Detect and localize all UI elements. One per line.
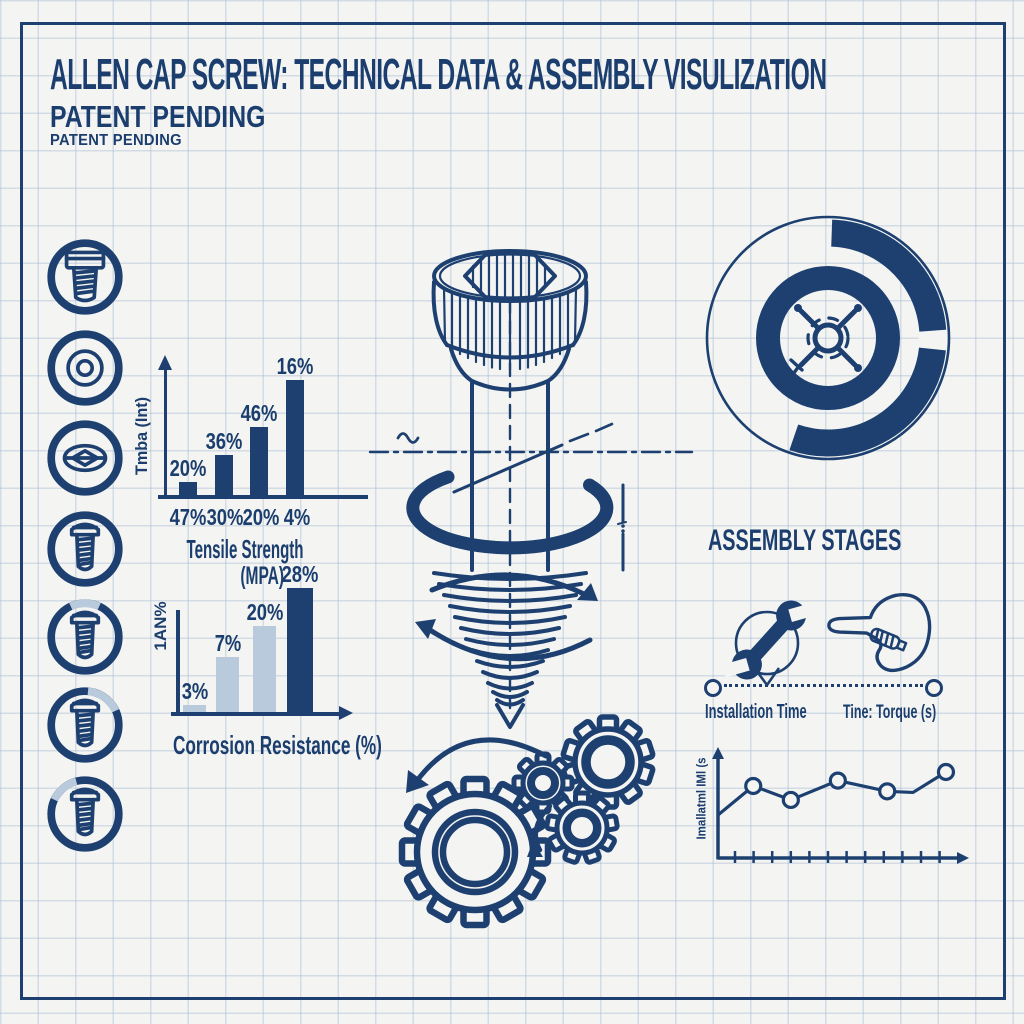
section-diagonal [452, 443, 564, 494]
inner-donut-ring [756, 266, 900, 410]
hex-socket [463, 251, 557, 301]
ring-gap-segment [69, 599, 101, 610]
ring-gap-segment [50, 777, 78, 802]
held-screw [869, 627, 908, 652]
progress-arc-notch [917, 329, 948, 351]
hand-with-screw-icon [827, 593, 932, 673]
arrowhead [406, 770, 429, 793]
pan-head-screw-icon [47, 511, 123, 587]
cross-wrench-icon [789, 304, 862, 379]
break-squiggle [396, 432, 420, 444]
x-axis-arrow [339, 706, 353, 720]
head-bottom-arc [445, 343, 575, 360]
washer-ring [406, 470, 614, 555]
x-tick-label: 30% [206, 504, 244, 530]
bar-segment [183, 705, 206, 712]
installation-line-chart [712, 747, 969, 864]
y-axis-arrow [157, 355, 172, 370]
bar-segment [286, 380, 304, 495]
arrowhead [527, 841, 543, 857]
rotation-arrow-lower [427, 627, 593, 662]
gear [544, 790, 620, 865]
chart-title: Corrosion Resistance (%) [173, 730, 382, 760]
rotation-arrow-upper [429, 572, 587, 597]
pan-head-screw-icon [47, 599, 123, 675]
pan-head-screw-icon [47, 687, 123, 763]
corrosion-resistance-chart: 1AN% Corrosion Resistance (%) 3%7%20% 28% [151, 558, 418, 778]
timeline-start-node [704, 679, 722, 697]
data-point-marker [878, 782, 897, 801]
x-axis-ticks [733, 851, 941, 863]
x-tick-label: 4% [283, 504, 311, 530]
data-point-marker [936, 762, 956, 782]
bar-segment [215, 455, 233, 495]
rotation-arrow-small [533, 803, 553, 853]
tensile-strength-chart: Tmba (Int) Tensile Strength (MPA) 20%36%… [132, 348, 380, 593]
frame-border [20, 22, 1006, 1000]
bar-segment [250, 427, 268, 495]
bar-value-label: 7% [214, 630, 241, 656]
hex-bolt-icon [47, 239, 123, 315]
bar-value-label: 46% [240, 400, 278, 426]
wrench-stage-icon [722, 600, 816, 687]
bar-segment [287, 588, 313, 712]
data-point-marker [828, 771, 847, 790]
bar-value-label: 28% [281, 561, 319, 587]
y-axis-arrow [712, 747, 724, 759]
patent-pending-small: PATENT PENDING [50, 132, 182, 149]
x-tick-label: 47% [169, 504, 207, 530]
progress-arc [789, 219, 947, 457]
assembly-stages-heading: ASSEMBLY STAGES [708, 524, 902, 557]
oval-head-screw-icon [47, 420, 123, 496]
rotation-arrow-large [413, 737, 549, 785]
timeline-label-left: Installation Time [705, 700, 807, 723]
assembly-progress-ring [705, 215, 951, 461]
y-axis [163, 368, 167, 495]
head-side-left [431, 280, 449, 347]
dimension-line [617, 483, 627, 572]
bar-segment [253, 626, 276, 712]
hand-outline [827, 593, 932, 673]
y-axis-label: Tmba (Int) [132, 396, 151, 476]
bar-value-label: 20% [169, 455, 207, 481]
bar-value-label: 36% [205, 428, 243, 454]
timeline-label-right: Tine: Torque (s) [843, 701, 937, 723]
outer-thin-circle [705, 215, 951, 461]
bar-value-label: 3% [181, 678, 208, 704]
screw-tip [495, 703, 525, 729]
head-side-right [571, 280, 589, 347]
wrench-glyph [722, 600, 816, 680]
patent-pending-subtitle: PATENT PENDING [50, 99, 266, 134]
ring-gap-segment [87, 687, 120, 713]
data-point-marker [781, 790, 800, 810]
x-axis [158, 495, 368, 499]
timeline-dotted-line [724, 684, 923, 687]
bar-value-label: 20% [246, 599, 283, 625]
x-axis-arrow [957, 852, 969, 864]
washer-icon [47, 330, 123, 406]
timeline-end-node [925, 679, 943, 697]
y-axis [176, 610, 180, 714]
chart-title-units: (MPA) [240, 562, 284, 590]
bar-segment [179, 482, 197, 495]
bar-segment [216, 657, 239, 712]
pan-head-screw-icon [47, 776, 123, 852]
bar-value-label: 16% [276, 353, 314, 379]
allen-cap-screw-drawing [368, 249, 694, 729]
x-tick-label: 20% [242, 504, 280, 530]
gear-rotation-arrows [406, 737, 553, 857]
head-top-ellipse [432, 249, 588, 303]
y-axis-label: 1AN% [151, 601, 170, 651]
data-point-marker [744, 776, 763, 796]
hex-socket-hatch [471, 251, 547, 301]
x-axis [171, 712, 339, 716]
page-title: ALLEN CAP SCREW: TECHNICAL DATA & ASSEMB… [50, 50, 827, 99]
chart-title: Tensile Strength [186, 534, 304, 564]
